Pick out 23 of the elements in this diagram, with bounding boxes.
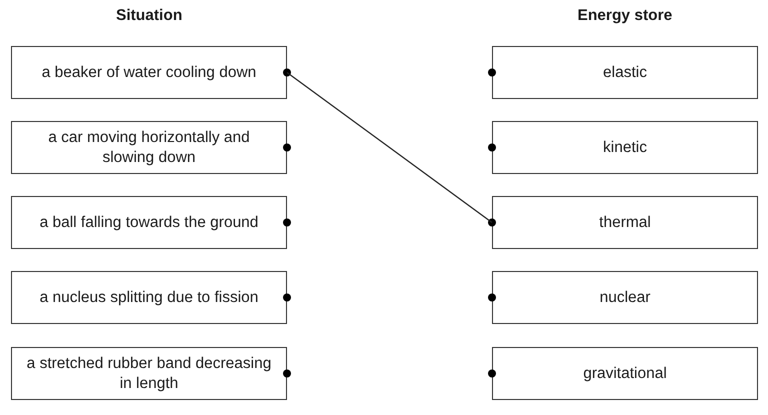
answer-box [11,121,287,174]
answer-box [492,196,758,249]
box-text: a ball falling towards the ground [40,212,258,232]
answer-box [492,121,758,174]
box-text: a stretched rubber band decreasing in length [26,354,272,393]
matching-line [286,72,492,223]
answer-box [492,271,758,324]
box-text: elastic [603,62,647,82]
answer-box [11,196,287,249]
answer-box [11,347,287,400]
box-text: a beaker of water cooling down [42,62,256,82]
box-text: a nucleus splitting due to fission [40,288,258,308]
box-text: thermal [599,212,651,232]
answer-box [11,46,287,99]
column-heading: Energy store [578,7,672,25]
answer-box [492,347,758,400]
box-text: a car moving horizontally and slowing down [47,128,251,167]
column-heading: Situation [116,7,182,25]
box-text: kinetic [603,138,647,158]
answer-box [492,46,758,99]
box-text: gravitational [583,364,667,384]
answer-box [11,271,287,324]
box-text: nuclear [600,288,650,308]
